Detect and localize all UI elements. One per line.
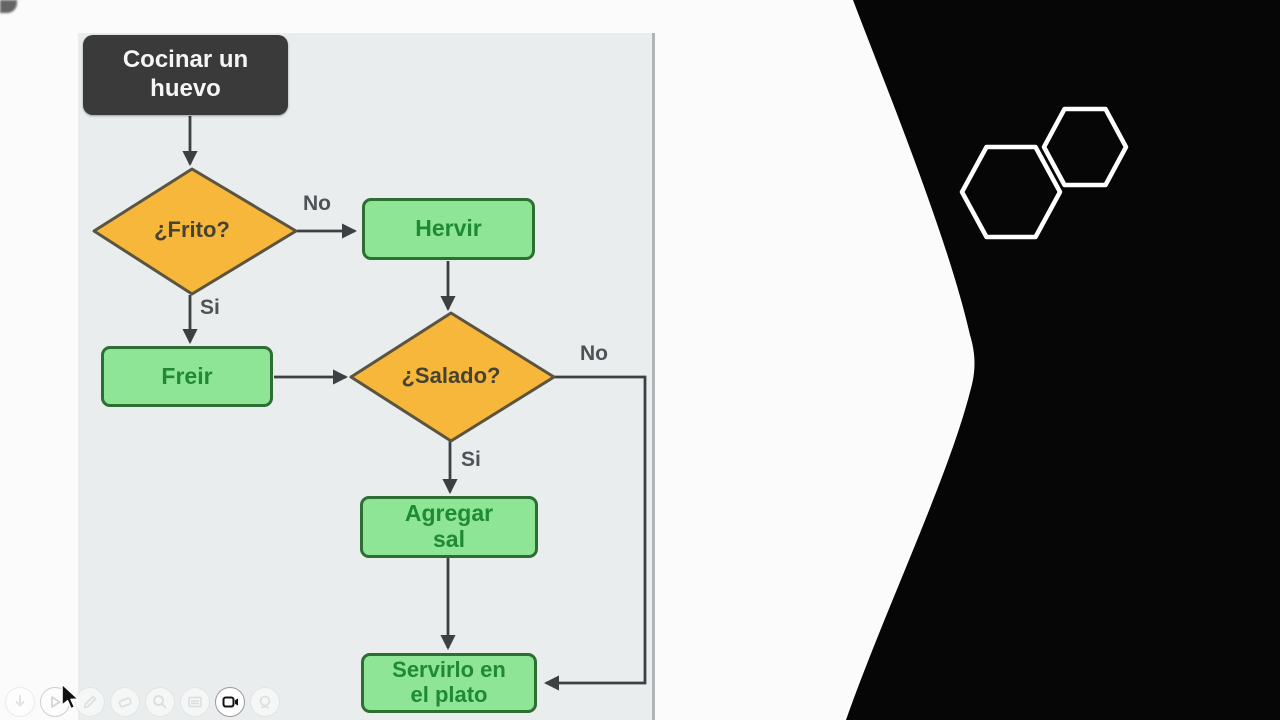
- process-agregar-sal-label: Agregar sal: [404, 500, 494, 552]
- video-camera-icon[interactable]: [215, 687, 245, 717]
- process-hervir-label: Hervir: [415, 215, 482, 242]
- pencil-icon[interactable]: [75, 687, 105, 717]
- edge-label-salado-no: No: [580, 342, 608, 365]
- hexagon-small-icon: [1041, 106, 1129, 188]
- process-hervir: Hervir: [362, 198, 535, 260]
- flowchart-title-node: Cocinar un huevo: [83, 35, 288, 115]
- flowchart-title-text: Cocinar un huevo: [122, 46, 249, 102]
- presentation-toolbar: [5, 687, 280, 717]
- process-servirlo-label: Servirlo en el plato: [392, 657, 506, 707]
- process-freir-label: Freir: [161, 362, 213, 389]
- decision-frito-label: ¿Frito?: [154, 217, 230, 242]
- webcam-icon[interactable]: [250, 687, 280, 717]
- edge-label-frito-si: Si: [200, 296, 220, 319]
- download-icon[interactable]: [5, 687, 35, 717]
- notes-icon[interactable]: [180, 687, 210, 717]
- process-servirlo: Servirlo en el plato: [361, 653, 537, 713]
- corner-artifact: [0, 0, 17, 13]
- edge-label-salado-si: Si: [461, 448, 481, 471]
- zoom-icon[interactable]: [145, 687, 175, 717]
- play-icon[interactable]: [40, 687, 70, 717]
- black-side-panel: [846, 0, 1280, 720]
- hexagon-large-icon: [959, 144, 1063, 240]
- process-agregar-sal: Agregar sal: [360, 496, 538, 558]
- edge-label-frito-no: No: [303, 192, 331, 215]
- decision-salado-label: ¿Salado?: [401, 363, 501, 388]
- process-freir: Freir: [101, 346, 273, 407]
- eraser-icon[interactable]: [110, 687, 140, 717]
